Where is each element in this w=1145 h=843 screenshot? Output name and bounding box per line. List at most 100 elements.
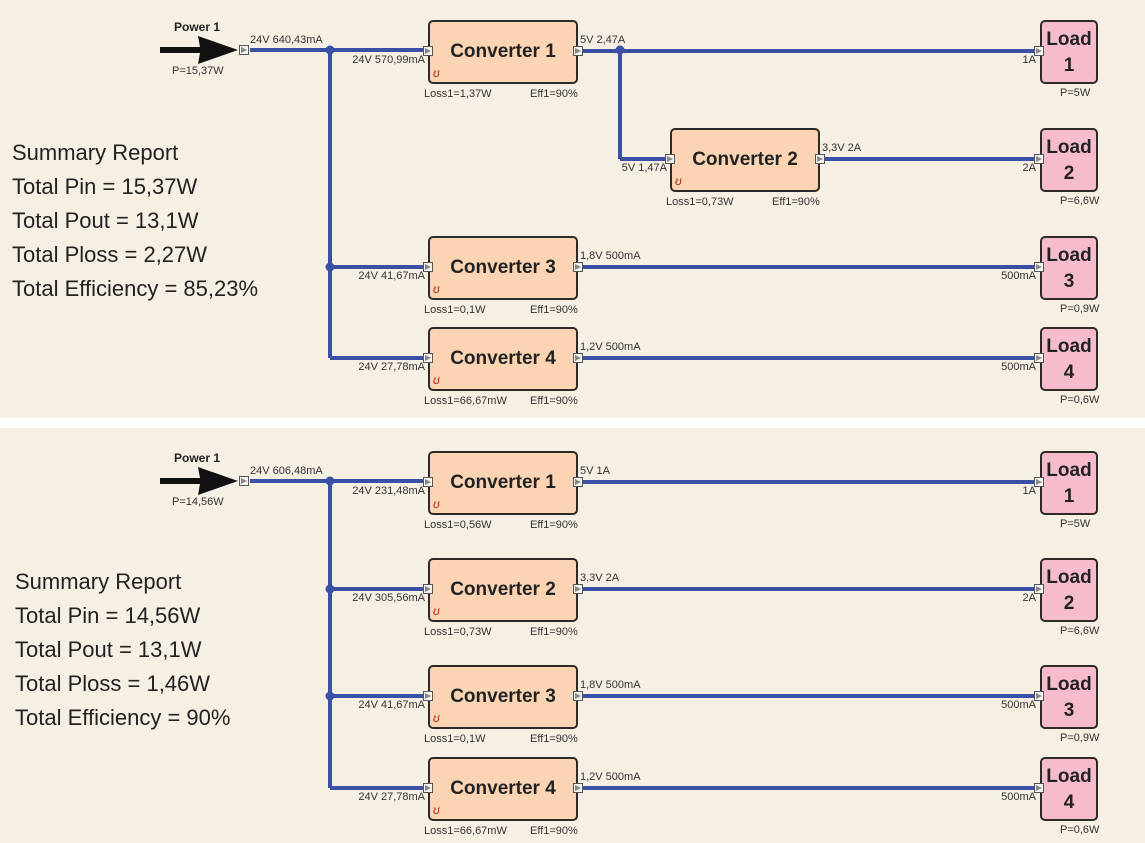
power-output-port[interactable]	[239, 476, 249, 486]
converter-output-port[interactable]	[573, 584, 583, 594]
load-input-port[interactable]	[1034, 783, 1044, 793]
summary-line: Summary Report	[12, 140, 179, 165]
converter-output-label: 1,2V 500mA	[580, 341, 641, 353]
converter-input-label: 24V 231,48mA	[352, 485, 425, 497]
summary-line: Total Efficiency = 90%	[15, 705, 231, 730]
converter-output-label: 1,2V 500mA	[580, 771, 641, 783]
load-current: 1A	[1022, 485, 1036, 497]
converter-input-port[interactable]	[423, 262, 433, 272]
load-input-port[interactable]	[1034, 477, 1044, 487]
load-name-line1: Load	[1046, 460, 1092, 481]
power-source-arrow-icon	[160, 36, 238, 64]
load-power: P=6,6W	[1060, 625, 1100, 637]
converter-output-port[interactable]	[815, 154, 825, 164]
converter-efficiency: Eff1=90%	[530, 733, 578, 745]
converter-input-label: 5V 1,47A	[621, 162, 667, 174]
converter-input-label: 24V 305,56mA	[352, 592, 425, 604]
load-name-line2: 4	[1063, 792, 1075, 813]
converter-name: Converter 4	[450, 778, 556, 799]
converter-input-port[interactable]	[665, 154, 675, 164]
converter-input-port[interactable]	[423, 783, 433, 793]
load-current: 1A	[1022, 54, 1036, 66]
load-name-line1: Load	[1046, 766, 1092, 787]
wire-junction	[325, 476, 335, 486]
load-name-line1: Load	[1046, 29, 1092, 50]
summary-line: Total Pin = 15,37W	[12, 174, 198, 199]
power-source-name: Power 1	[174, 451, 221, 465]
converter-efficiency: Eff1=90%	[530, 304, 578, 316]
converter-input-label: 24V 570,99mA	[352, 54, 425, 66]
converter-efficiency: Eff1=90%	[530, 825, 578, 837]
load-input-port[interactable]	[1034, 46, 1044, 56]
power-source-power: P=15,37W	[172, 65, 224, 77]
converter-input-label: 24V 41,67mA	[358, 699, 425, 711]
converter-loss: Loss1=1,37W	[424, 88, 492, 100]
converter-name: Converter 2	[692, 149, 798, 170]
load-power: P=6,6W	[1060, 195, 1100, 207]
converter-loss: Loss1=0,1W	[424, 304, 486, 316]
summary-line: Total Pout = 13,1W	[12, 208, 199, 233]
summary-line: Total Pout = 13,1W	[15, 637, 202, 662]
load-name: Load 1	[1042, 27, 1096, 79]
load-name-line1: Load	[1046, 245, 1092, 266]
converter-symbol-icon: ʊ	[433, 604, 440, 618]
converter-name: Converter 3	[450, 257, 556, 278]
converter-output-port[interactable]	[573, 353, 583, 363]
load-input-port[interactable]	[1034, 584, 1044, 594]
wire-junction	[615, 45, 625, 55]
converter-block[interactable]: Converter 4 ʊ	[428, 327, 578, 391]
power-output-label: 24V 606,48mA	[250, 465, 323, 477]
converter-input-port[interactable]	[423, 477, 433, 487]
converter-loss: Loss1=0,1W	[424, 733, 486, 745]
power-source-power: P=14,56W	[172, 496, 224, 508]
load-input-port[interactable]	[1034, 154, 1044, 164]
power-source-arrow-icon	[160, 467, 238, 495]
converter-input-port[interactable]	[423, 46, 433, 56]
converter-symbol-icon: ʊ	[433, 373, 440, 387]
converter-input-port[interactable]	[423, 353, 433, 363]
load-power: P=5W	[1060, 87, 1091, 99]
converter-output-label: 1,8V 500mA	[580, 250, 641, 262]
power-output-port[interactable]	[239, 45, 249, 55]
converter-output-port[interactable]	[573, 46, 583, 56]
converter-block[interactable]: Converter 3 ʊ	[428, 236, 578, 300]
load-current: 500mA	[1001, 361, 1036, 373]
converter-loss: Loss1=66,67mW	[424, 395, 507, 407]
wire-junction	[325, 691, 335, 701]
load-input-port[interactable]	[1034, 353, 1044, 363]
converter-output-port[interactable]	[573, 691, 583, 701]
load-input-port[interactable]	[1034, 691, 1044, 701]
converter-input-port[interactable]	[423, 584, 433, 594]
converter-output-port[interactable]	[573, 783, 583, 793]
converter-symbol-icon: ʊ	[433, 282, 440, 296]
converter-input-port[interactable]	[423, 691, 433, 701]
converter-symbol-icon: ʊ	[433, 497, 440, 511]
load-block[interactable]: Load 1	[1040, 20, 1098, 84]
load-block[interactable]: Load 4	[1040, 757, 1098, 821]
summary-line: Summary Report	[15, 569, 182, 594]
converter-name: Converter 4	[450, 348, 556, 369]
load-name-line2: 1	[1063, 55, 1075, 76]
load-power: P=5W	[1060, 518, 1091, 530]
load-input-port[interactable]	[1034, 262, 1044, 272]
converter-output-port[interactable]	[573, 262, 583, 272]
converter-output-label: 5V 2,47A	[580, 34, 626, 46]
converter-output-port[interactable]	[573, 477, 583, 487]
